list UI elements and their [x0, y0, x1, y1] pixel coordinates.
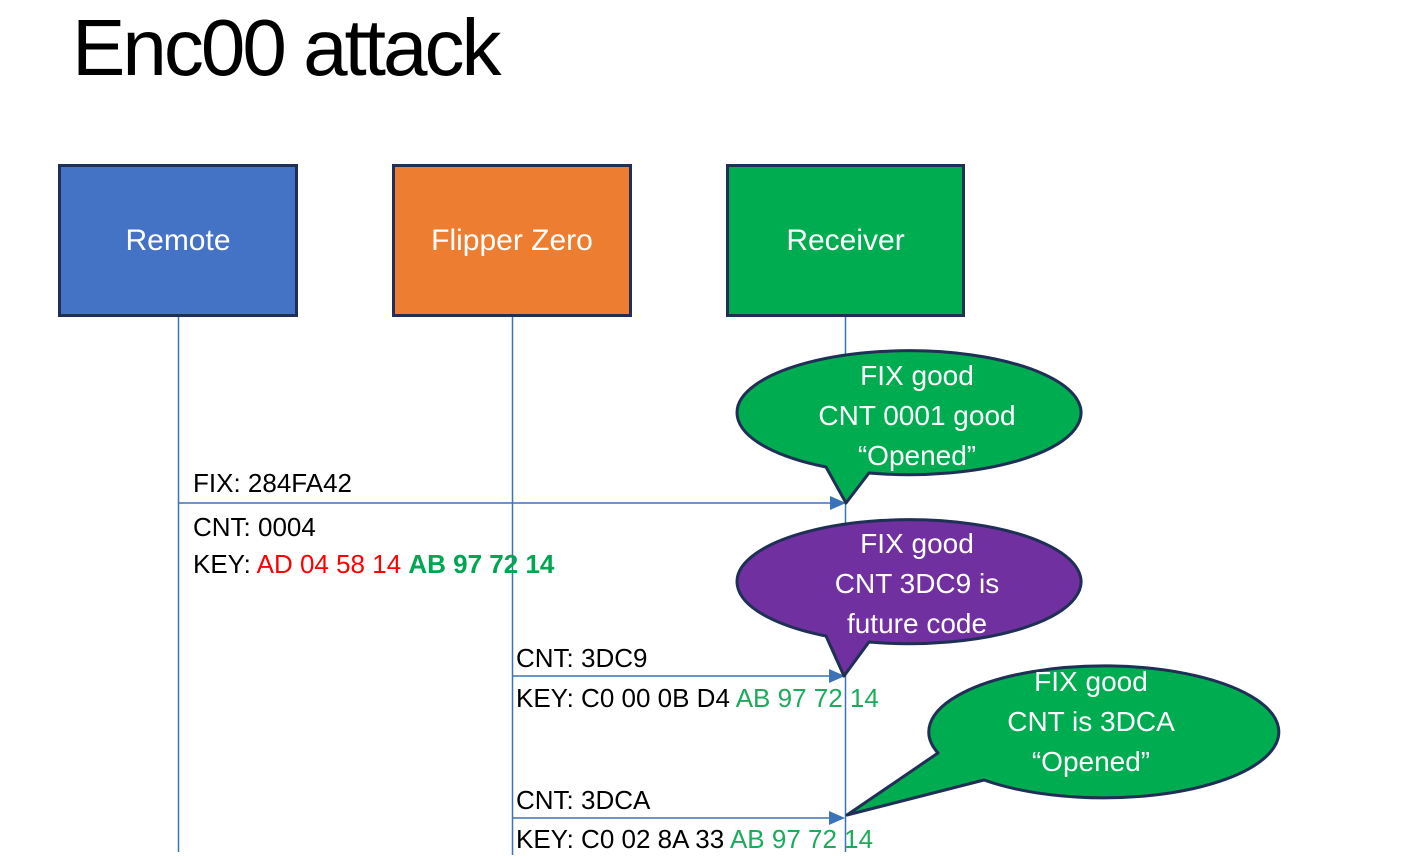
message-3-key-label: KEY: C0 02 8A 33 AB 97 72 14: [516, 824, 873, 855]
message-2-cnt-label: CNT: 3DC9: [516, 643, 648, 673]
message-2-key-black-segment: C0 00 0B D4: [581, 683, 736, 713]
callout-2-line-1: FIX good: [860, 528, 974, 559]
message-1-key-red-segment: AD 04 58 14: [256, 549, 409, 579]
actor-box-flipper-zero: Flipper Zero: [392, 164, 632, 317]
message-1-key-green-segment: AB 97 72 14: [408, 549, 555, 579]
callout-1-line-3: “Opened”: [857, 440, 977, 471]
actor-box-remote: Remote: [58, 164, 298, 317]
message-3-key-prefix: KEY:: [516, 824, 582, 854]
callout-3-line-3: “Opened”: [1031, 746, 1151, 777]
callout-3-line-2: CNT is 3DCA: [1007, 706, 1175, 737]
actor-label-flipper-zero: Flipper Zero: [431, 223, 593, 257]
message-arrow-2: [512, 669, 845, 683]
callout-1-text: FIX good CNT 0001 good “Opened”: [745, 356, 1089, 476]
message-3-key-green-segment: AB 97 72 14: [729, 824, 874, 854]
callout-bubble-purple: [735, 518, 1083, 678]
callout-2-text: FIX good CNT 3DC9 is future code: [745, 524, 1089, 644]
message-arrow-3: [512, 811, 845, 825]
message-arrow-2-head: [829, 669, 845, 683]
actor-box-receiver: Receiver: [726, 164, 965, 317]
message-1-key-label: KEY: AD 04 58 14 AB 97 72 14: [193, 549, 554, 580]
message-2-key-label: KEY: C0 00 0B D4 AB 97 72 14: [516, 683, 879, 714]
message-arrow-1: [178, 496, 846, 510]
callout-3-text: FIX good CNT is 3DCA “Opened”: [915, 662, 1267, 782]
callout-1-line-1: FIX good: [860, 360, 974, 391]
callout-2-line-3: future code: [846, 608, 988, 639]
message-2-key-green-segment: AB 97 72 14: [735, 683, 879, 713]
callout-bubble-green-2: [845, 664, 1281, 817]
actor-label-remote: Remote: [125, 223, 231, 257]
actor-label-receiver: Receiver: [786, 223, 905, 257]
message-3-cnt-label: CNT: 3DCA: [516, 785, 651, 815]
callout-2-line-2: CNT 3DC9 is: [834, 568, 1000, 599]
message-2-key-prefix: KEY:: [516, 683, 582, 713]
callout-1-line-2: CNT 0001 good: [818, 400, 1016, 431]
page-title: Enc00 attack: [72, 3, 501, 92]
message-1-key-prefix: KEY:: [193, 549, 257, 579]
callout-3-line-1: FIX good: [1034, 666, 1148, 697]
message-1-fix-label: FIX: 284FA42: [193, 468, 352, 498]
message-1-cnt-label: CNT: 0004: [193, 512, 316, 542]
message-arrow-3-head: [829, 811, 845, 825]
message-arrow-1-head: [830, 496, 846, 510]
callout-bubble-green-1: [735, 349, 1083, 505]
message-3-key-black-segment: C0 02 8A 33: [581, 824, 730, 854]
